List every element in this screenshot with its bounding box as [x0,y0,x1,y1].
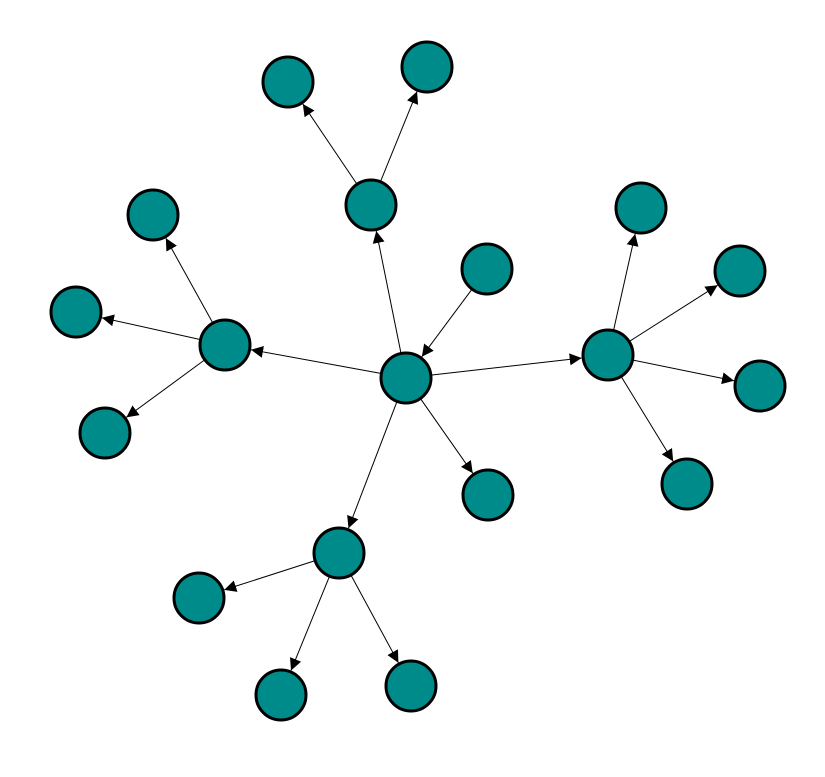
edge-right_hub-to-right_c1 [612,233,639,331]
nodes [49,40,787,722]
node-right_c3 [733,359,787,413]
node-bottom_c1 [172,571,226,625]
node-left_c1 [126,188,180,242]
node-left_c3 [78,406,132,460]
node-right_c1 [614,181,668,235]
node-right_c4 [660,457,714,511]
edge-left_hub-to-left_c2 [101,314,201,341]
node-right_hub [581,328,635,382]
edge-right_hub-to-right_c4 [620,376,674,462]
edges [101,91,735,671]
edge-bottom_hub-to-bottom_c1 [224,560,316,592]
edge-left_hub-to-left_c3 [126,359,206,418]
node-lower_leaf [461,468,515,522]
node-bottom_c3 [384,659,438,713]
node-upper_source [460,242,514,296]
edge-center-to-right_hub [430,353,582,376]
edge-top_hub-to-top_c2 [379,91,419,183]
node-center [379,351,433,405]
edge-upper_source-to-center [421,288,473,358]
node-left_hub [198,318,252,372]
edge-top_hub-to-top_c1 [302,103,358,185]
node-bottom_c2 [254,668,308,722]
edge-bottom_hub-to-bottom_c2 [290,575,331,671]
node-right_c2 [713,244,767,298]
edge-right_hub-to-right_c2 [628,284,718,342]
edge-center-to-left_hub [250,346,382,375]
edge-center-to-top_hub [372,230,402,354]
edge-right_hub-to-right_c3 [632,359,735,385]
edge-center-to-lower_leaf [419,398,474,474]
edge-center-to-bottom_hub [347,401,398,529]
node-left_c2 [49,285,103,339]
node-top_c2 [400,40,454,94]
node-top_hub [344,178,398,232]
edge-left_hub-to-left_c1 [165,237,214,324]
node-bottom_hub [312,526,366,580]
edge-bottom_hub-to-bottom_c3 [350,574,399,663]
node-top_c1 [261,55,315,109]
